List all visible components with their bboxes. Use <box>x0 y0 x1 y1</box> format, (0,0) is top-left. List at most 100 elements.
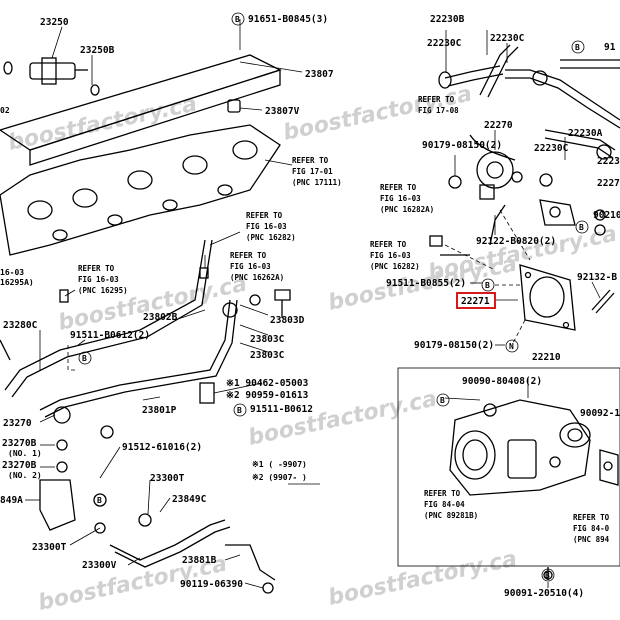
throttle-body-group-box <box>397 367 620 567</box>
part-label-22230c: 22230C <box>490 33 525 44</box>
leader-lines <box>25 19 601 589</box>
refer-fig-17-01: REFER TO FIG 17-01 (PNC 17111) <box>292 156 342 187</box>
part-label-23250: 23250 <box>40 17 69 28</box>
part-label-23270b-no2: (NO. 2) <box>8 471 42 480</box>
watermark-text: boostfactory.ca <box>326 546 519 610</box>
part-label-23300v: 23300V <box>82 560 117 571</box>
svg-text:B: B <box>440 396 445 405</box>
refer-fig-17-08: REFER TO FIG 17-08 <box>418 95 459 115</box>
refer-fig-84-04-a: REFER TO FIG 84-04 (PNC 89281B) <box>424 489 478 520</box>
part-label-23881b: 23881B <box>182 555 217 566</box>
svg-text:FIG 17-08: FIG 17-08 <box>418 106 459 115</box>
svg-text:B: B <box>235 15 240 24</box>
part-label-23270b: 23270B <box>2 438 37 449</box>
part-label-23803d: 23803D <box>270 315 305 326</box>
marker-b: B <box>575 220 589 234</box>
part-label-cut-pnc: 16295A) <box>0 278 34 287</box>
svg-text:REFER TO: REFER TO <box>573 513 610 522</box>
part-label-23807v: 23807V <box>265 106 300 117</box>
marker-n: N <box>505 339 519 353</box>
part-label-90090: 90090-80408(2) <box>462 376 542 387</box>
part-label-90179: 90179-08150(2) <box>422 140 502 151</box>
part-label-23270: 23270 <box>3 418 32 429</box>
marker-b: B <box>436 393 450 407</box>
svg-text:REFER TO: REFER TO <box>370 240 407 249</box>
svg-text:B: B <box>237 406 242 415</box>
part-label-22230c: 22230C <box>534 143 569 154</box>
part-label-23807: 23807 <box>305 69 334 80</box>
part-label-91-cut: 91 <box>604 42 616 53</box>
part-label-23803c: 23803C <box>250 334 285 345</box>
svg-text:REFER TO: REFER TO <box>418 95 455 104</box>
circle-markers: B B B B N B B B B B <box>78 12 589 582</box>
svg-text:FIG 16-03: FIG 16-03 <box>370 251 411 260</box>
svg-text:FIG 84-04: FIG 84-04 <box>424 500 465 509</box>
part-label-849a-cut: 849A <box>0 495 23 506</box>
part-label-90959: ※2 90959-01613 <box>226 390 309 401</box>
part-label-22230a: 22230A <box>568 128 603 139</box>
part-label-22230c: 22230C <box>427 38 462 49</box>
part-label-23280c: 23280C <box>3 320 38 331</box>
air-hose-drawing <box>429 44 620 271</box>
part-label-91511-b0612: 91511-B0612(2) <box>70 330 150 341</box>
part-label-22270: 22270 <box>484 120 513 131</box>
svg-text:B: B <box>82 354 87 363</box>
fuel-rail-drawing <box>0 54 303 166</box>
fuel-injector-drawing <box>3 57 100 96</box>
part-label-23801p: 23801P <box>142 405 177 416</box>
svg-text:N: N <box>509 342 514 351</box>
svg-text:REFER TO: REFER TO <box>230 251 267 260</box>
svg-text:(PNC 894: (PNC 894 <box>573 535 610 544</box>
part-label-2223-cut: 2223 <box>597 156 620 167</box>
svg-text:B: B <box>97 496 102 505</box>
part-label-91512: 91512-61016(2) <box>122 442 202 453</box>
highlight-22271 <box>456 292 496 309</box>
part-label-23802b: 23802B <box>143 312 178 323</box>
refer-fig-84-04-b: REFER TO FIG 84-0 (PNC 894 <box>573 513 610 544</box>
svg-text:B: B <box>575 43 580 52</box>
svg-text:FIG 16-03: FIG 16-03 <box>230 262 271 271</box>
gasket-22271-drawing <box>495 264 615 346</box>
marker-b: B <box>541 568 555 582</box>
part-label-22271: 22271 <box>461 296 490 307</box>
part-label-91511-b0855: 91511-B0855(2) <box>386 278 466 289</box>
part-label-cut-02: 02 <box>0 106 10 115</box>
refer-fig-16-03-b: REFER TO FIG 16-03 (PNC 16262A) <box>230 251 284 282</box>
refer-fig-16-03-d: REFER TO FIG 16-03 (PNC 16282A) <box>380 183 434 214</box>
part-label-22230b: 22230B <box>430 14 465 25</box>
part-label-90119: 90119-06390 <box>180 579 243 590</box>
part-label-23803c: 23803C <box>250 350 285 361</box>
part-label-91511-b0612: 91511-B0612 <box>250 404 313 415</box>
svg-text:FIG 84-0: FIG 84-0 <box>573 524 610 533</box>
svg-text:(PNC 16295): (PNC 16295) <box>78 286 128 295</box>
marker-b: B <box>571 40 585 54</box>
svg-text:REFER TO: REFER TO <box>292 156 329 165</box>
svg-text:REFER TO: REFER TO <box>78 264 115 273</box>
marker-b: B <box>231 12 245 26</box>
part-label-90210-cut: 90210 <box>593 210 620 221</box>
svg-text:FIG 16-03: FIG 16-03 <box>246 222 287 231</box>
throttle-body-drawing <box>449 399 619 580</box>
marker-b: B <box>481 278 495 292</box>
part-label-2227-cut: 2227 <box>597 178 620 189</box>
part-label-90462: ※1 90462-05003 <box>226 378 309 389</box>
marker-b: B <box>93 493 107 507</box>
svg-text:(PNC 16282): (PNC 16282) <box>370 262 420 271</box>
svg-text:FIG 17-01: FIG 17-01 <box>292 167 333 176</box>
note-2: ※2 (9907- ) <box>252 473 307 482</box>
note-1: ※1 ( -9907) <box>252 460 307 469</box>
part-label-23250b: 23250B <box>80 45 115 56</box>
refer-fig-16-03-a: REFER TO FIG 16-03 (PNC 16282) <box>246 211 296 242</box>
svg-text:B: B <box>485 281 490 290</box>
svg-text:REFER TO: REFER TO <box>424 489 461 498</box>
svg-text:(PNC 89281B): (PNC 89281B) <box>424 511 478 520</box>
part-label-23849c: 23849C <box>172 494 207 505</box>
svg-text:B: B <box>579 223 584 232</box>
part-label-23300t: 23300T <box>32 542 67 553</box>
svg-text:(PNC 16262A): (PNC 16262A) <box>230 273 284 282</box>
part-label-23300t: 23300T <box>150 473 185 484</box>
part-label-23270b: 23270B <box>2 460 37 471</box>
part-label-90091: 90091-20510(4) <box>504 588 584 599</box>
